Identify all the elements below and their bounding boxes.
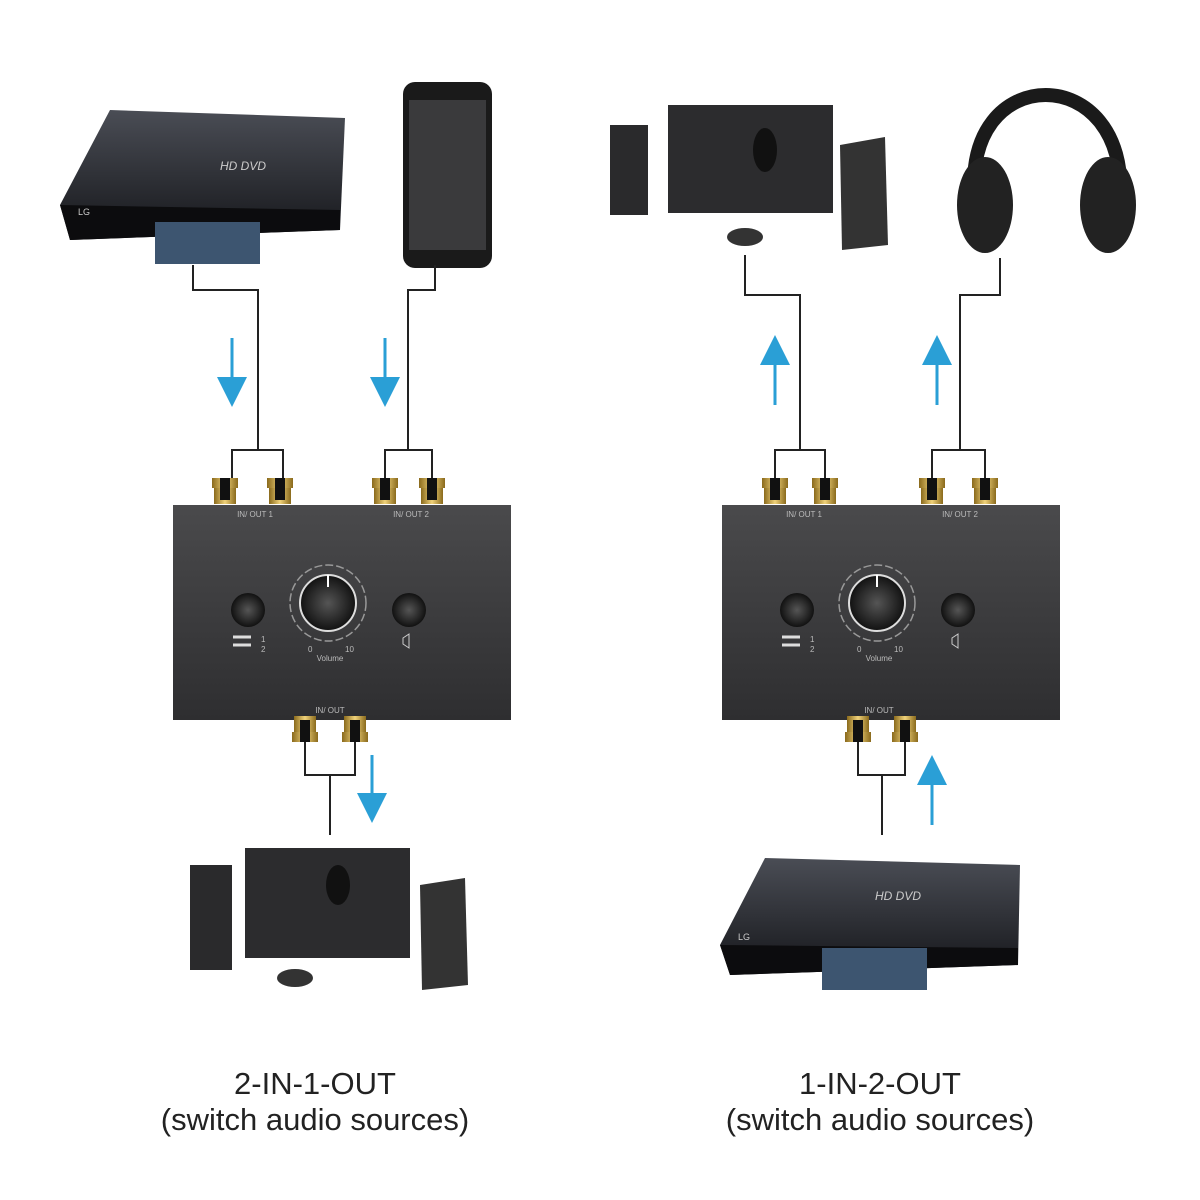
volume-max: 10 (894, 645, 903, 654)
brand-label: LG (738, 932, 750, 942)
right-subtitle: (switch audio sources) (725, 1102, 1035, 1137)
left-title: 2-IN-1-OUT (234, 1066, 396, 1101)
volume-label: Volume (317, 654, 344, 663)
cables-left (192, 265, 436, 835)
volume-label: Volume (866, 654, 893, 663)
common-port-label: IN/ OUT (315, 706, 344, 715)
port1-label: IN/ OUT 1 (237, 510, 273, 519)
left-caption: 2-IN-1-OUT (switch audio sources) (85, 1066, 545, 1138)
left-subtitle: (switch audio sources) (160, 1102, 470, 1137)
blu-ray-player-image: HD DVD LG (720, 858, 1020, 990)
switch-pos2: 2 (261, 645, 266, 654)
port1-label: IN/ OUT 1 (786, 510, 822, 519)
disc-label: HD DVD (220, 159, 266, 173)
brand-label: LG (78, 207, 90, 217)
audio-switch-device-right: IN/ OUT 1 IN/ OUT 2 IN/ OUT Volume 0 10 … (720, 503, 1062, 722)
computer-speakers-image (190, 848, 468, 990)
cables-right (744, 255, 1001, 835)
switch-pos1: 1 (261, 635, 266, 644)
switch-pos1: 1 (810, 635, 815, 644)
blu-ray-player-image: HD DVD LG (60, 110, 345, 264)
volume-max: 10 (345, 645, 354, 654)
headphones-image (957, 88, 1136, 253)
switch-pos2: 2 (810, 645, 815, 654)
port2-label: IN/ OUT 2 (393, 510, 429, 519)
port2-label: IN/ OUT 2 (942, 510, 978, 519)
right-title: 1-IN-2-OUT (799, 1066, 961, 1101)
audio-switch-device-left: IN/ OUT 1 IN/ OUT 2 IN/ OUT Volume 0 10 … (171, 503, 513, 722)
computer-speakers-image (610, 105, 888, 250)
disc-label: HD DVD (875, 889, 921, 903)
common-port-label: IN/ OUT (864, 706, 893, 715)
smartphone-image (403, 82, 492, 268)
right-caption: 1-IN-2-OUT (switch audio sources) (650, 1066, 1110, 1138)
volume-min: 0 (308, 645, 313, 654)
volume-min: 0 (857, 645, 862, 654)
